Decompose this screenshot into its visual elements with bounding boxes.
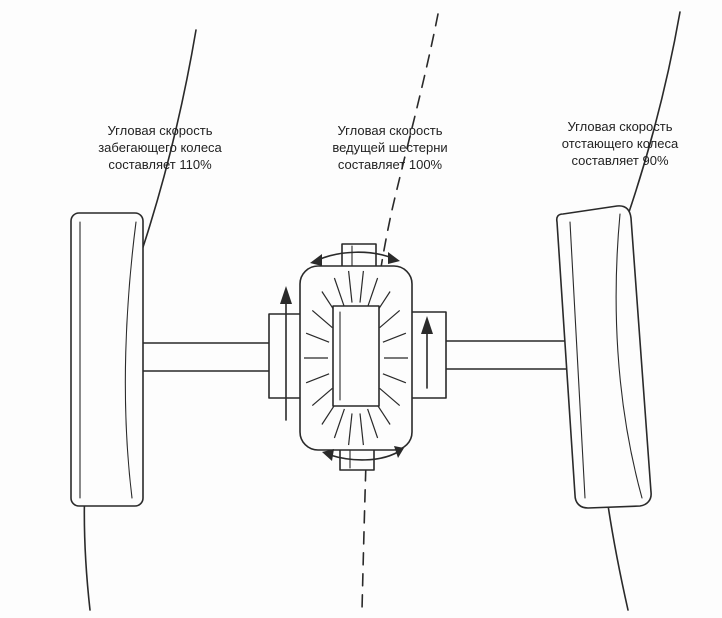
- right-label-line-3: составляет 90%: [571, 153, 669, 168]
- right-axle-shaft: [444, 340, 574, 370]
- center-label-line-3: составляет 100%: [337, 157, 443, 172]
- gear-tooth: [305, 332, 330, 343]
- drive-gear-speed-label: Угловая скорость ведущей шестерни состав…: [280, 122, 500, 173]
- right-label-line-1: Угловая скорость: [567, 119, 673, 134]
- center-label-line-2: ведущей шестерни: [332, 140, 448, 155]
- gear-tooth: [382, 332, 407, 343]
- left-housing-block: [268, 313, 306, 399]
- right-label-line-2: отстающего колеса: [561, 136, 679, 151]
- differential-gear-body: [299, 265, 413, 451]
- right-speed-arrow: [421, 316, 433, 389]
- gear-tooth: [311, 309, 333, 329]
- gear-tooth: [333, 277, 345, 308]
- gear-tooth: [311, 387, 333, 407]
- gear-tooth: [379, 387, 401, 407]
- bottom-rotation-arrow: [322, 446, 404, 461]
- right-wheel: [555, 205, 652, 509]
- center-label-line-1: Угловая скорость: [337, 123, 443, 138]
- gear-tooth: [379, 309, 401, 329]
- gear-tooth: [367, 277, 379, 308]
- center-dashed-trajectory: [361, 13, 439, 611]
- left-axle-shaft: [139, 342, 273, 372]
- gear-tooth: [359, 413, 364, 446]
- left-label-line-1: Угловая скорость: [107, 123, 213, 138]
- gear-tooth: [333, 408, 345, 439]
- left-label-line-3: составляет 110%: [108, 157, 212, 172]
- gear-tooth: [348, 270, 353, 303]
- gear-tooth: [348, 413, 353, 446]
- left-wheel: [70, 212, 144, 507]
- left-label-line-2: забегающего колеса: [98, 140, 222, 155]
- right-wheel-speed-label: Угловая скорость отстающего колеса соста…: [510, 118, 722, 169]
- left-wheel-speed-label: Угловая скорость забегающего колеса сост…: [50, 122, 270, 173]
- gear-tooth: [367, 408, 379, 439]
- gear-hub: [332, 305, 380, 407]
- gear-tooth: [382, 373, 407, 384]
- gear-tooth: [305, 373, 330, 384]
- left-speed-arrow: [280, 286, 292, 421]
- gear-tooth: [359, 270, 364, 303]
- top-rotation-arrow: [310, 251, 400, 266]
